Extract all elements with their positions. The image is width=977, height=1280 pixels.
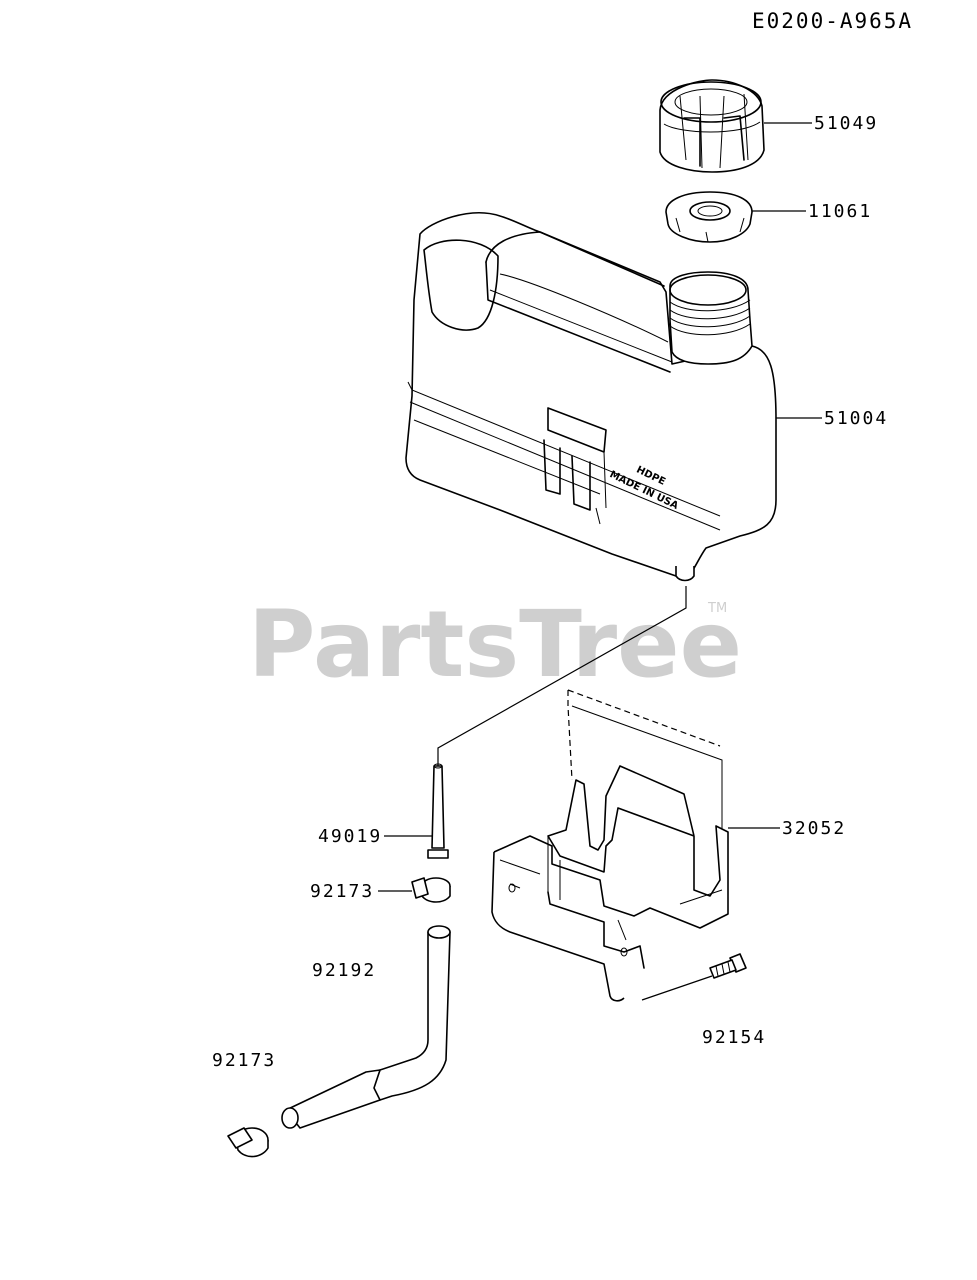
label-51049[interactable]: 51049 xyxy=(814,113,878,134)
bolt[interactable] xyxy=(709,953,747,979)
label-92154[interactable]: 92154 xyxy=(702,1027,766,1048)
cap-gasket[interactable] xyxy=(665,191,753,243)
leader-92154 xyxy=(641,975,713,1001)
bracket[interactable] xyxy=(491,689,729,1002)
label-92192[interactable]: 92192 xyxy=(312,960,376,981)
fuel-hose[interactable] xyxy=(281,925,451,1129)
label-11061[interactable]: 11061 xyxy=(808,201,872,222)
clamp-upper[interactable] xyxy=(411,877,451,903)
label-49019[interactable]: 49019 xyxy=(318,826,382,847)
label-32052[interactable]: 32052 xyxy=(782,818,846,839)
diagram-code: E0200-A965A xyxy=(752,9,913,33)
watermark-trademark: TM xyxy=(707,601,727,616)
fuel-filter[interactable] xyxy=(427,763,449,859)
label-92173-lower[interactable]: 92173 xyxy=(212,1050,276,1071)
clamp-lower[interactable] xyxy=(227,1127,269,1158)
label-51004[interactable]: 51004 xyxy=(824,408,888,429)
fuel-tank[interactable]: HDPE MADE IN USA xyxy=(405,212,777,582)
watermark: PartsTree xyxy=(248,591,742,698)
alignment-line xyxy=(437,586,687,770)
fuel-cap[interactable] xyxy=(659,79,765,173)
label-92173-upper[interactable]: 92173 xyxy=(310,881,374,902)
